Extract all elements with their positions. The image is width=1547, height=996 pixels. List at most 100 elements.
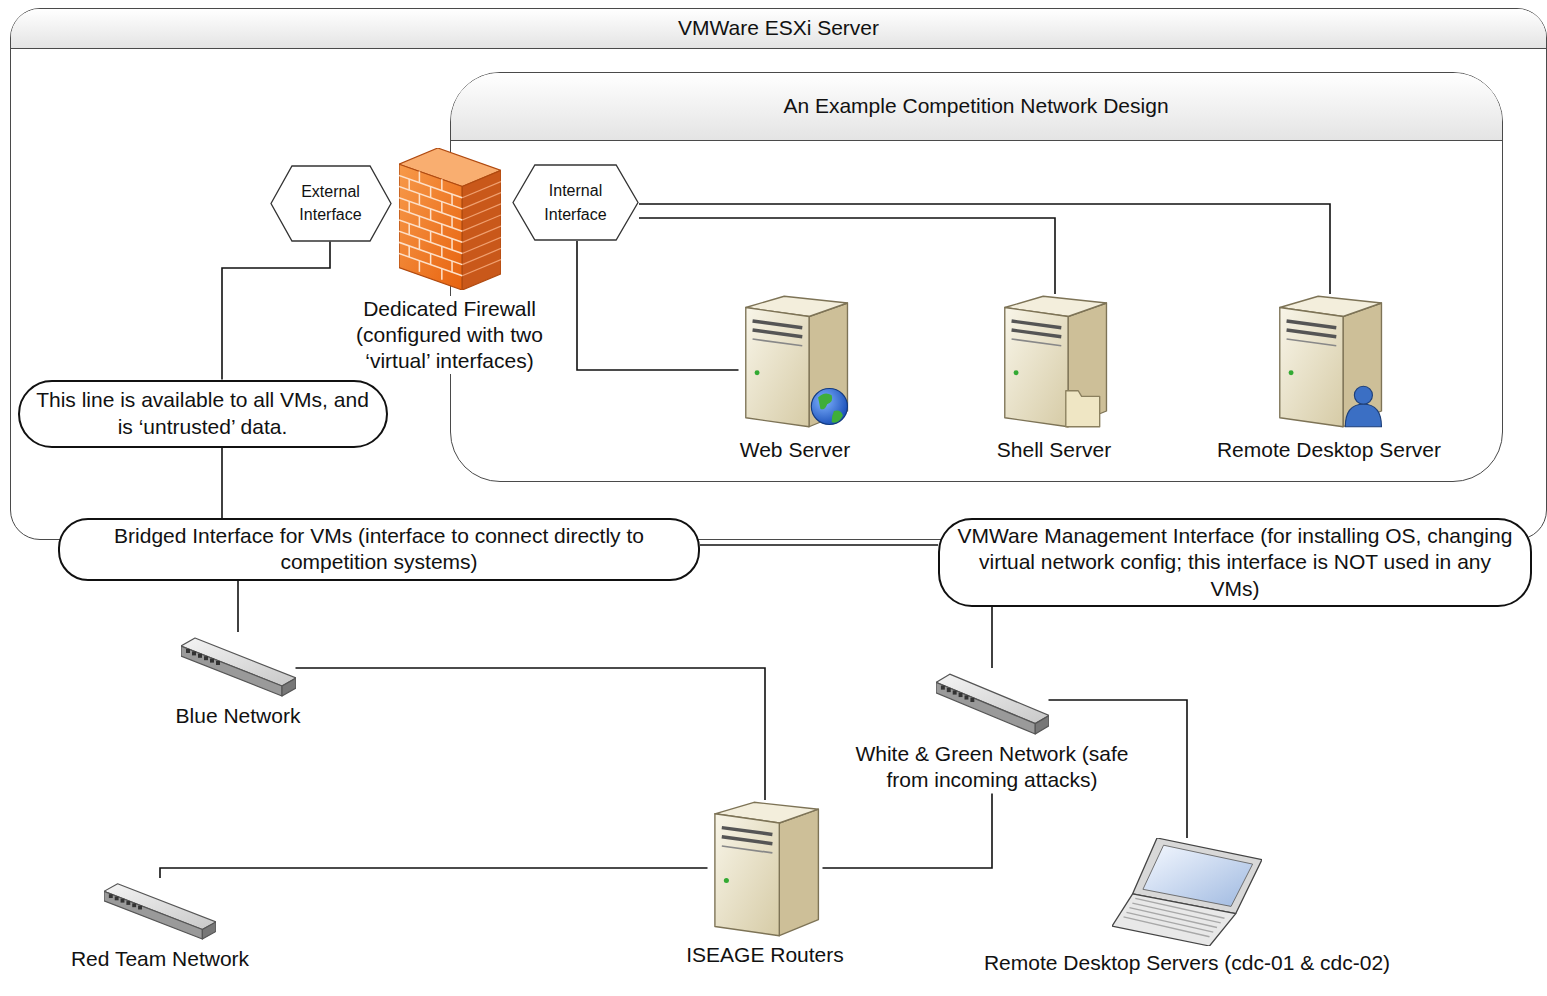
switch-port: [940, 686, 944, 690]
device-node: Remote Desktop Server: [1189, 294, 1469, 463]
network-link: [237, 581, 239, 633]
icon-stroke: [408, 201, 410, 212]
icon-stroke: [1011, 330, 1061, 337]
icon-stroke: [1011, 321, 1061, 328]
node-label: Remote Desktop Servers (cdc-01 & cdc-02): [957, 950, 1417, 976]
power-led: [1013, 370, 1018, 375]
icon-stroke: [429, 231, 431, 242]
node-label: Remote Desktop Server: [1189, 437, 1469, 463]
icon-stroke: [752, 339, 802, 346]
icon-group: [1004, 296, 1106, 427]
icon-stroke: [441, 223, 443, 234]
icon-face: [779, 809, 818, 936]
device-node: ISEAGE Routers: [665, 800, 865, 968]
user-head: [1354, 386, 1372, 404]
network-link: [700, 544, 938, 546]
icon-stroke: [451, 216, 453, 227]
switch-port: [216, 661, 220, 665]
node-label: Red Team Network: [40, 946, 280, 972]
switch-port: [970, 698, 974, 702]
device-node: Shell Server: [974, 294, 1134, 463]
icon-stroke: [418, 216, 420, 227]
device-node: Remote Desktop Servers (cdc-01 & cdc-02): [957, 838, 1417, 976]
icon-group: [181, 638, 296, 696]
icon-stroke: [441, 201, 443, 212]
web-icon: [739, 294, 852, 429]
icon-group: [1279, 296, 1381, 427]
device-node: Web Server: [715, 294, 875, 463]
icon-stroke: [418, 238, 420, 249]
icon-stroke: [451, 194, 453, 205]
node-label: VMWare Management Interface (for install…: [956, 523, 1514, 602]
switch-icon: [104, 878, 216, 940]
region-panel: An Example Competition Network DesignInt…: [450, 72, 1503, 482]
icon-stroke: [429, 253, 431, 264]
globe-land: [818, 393, 843, 422]
node-label: VMWare ESXi Server: [678, 15, 879, 41]
icon-stroke: [408, 223, 410, 234]
icon-group: [936, 674, 1049, 734]
node-label: Dedicated Firewall (configured with two …: [335, 296, 565, 375]
node-label: ISEAGE Routers: [665, 942, 865, 968]
icon-stroke: [1286, 330, 1336, 337]
icon-stroke: [451, 261, 453, 272]
network-link: [221, 448, 223, 519]
switch-port: [109, 894, 113, 898]
icon-face: [202, 922, 216, 939]
laptop-icon: [1112, 838, 1262, 946]
icon-group: [745, 296, 847, 427]
icon-face: [181, 646, 282, 696]
switch-port: [115, 897, 119, 901]
callout-box: This line is available to all VMs, and i…: [18, 380, 388, 448]
network-link: [991, 607, 993, 668]
icon-face: [282, 678, 296, 696]
switch-port: [138, 906, 142, 910]
device-node: Blue Network: [138, 632, 338, 729]
power-led: [723, 878, 728, 883]
node-label: This line is available to all VMs, and i…: [36, 387, 370, 440]
icon-face: [462, 170, 501, 290]
icon-stroke: [752, 321, 802, 328]
node-label: White & Green Network (safe from incomin…: [842, 741, 1142, 794]
shell-icon: [998, 294, 1111, 429]
icon-stroke: [1129, 908, 1217, 928]
icon-group: [1112, 838, 1262, 946]
icon-face: [1112, 894, 1236, 946]
panel-header: VMWare ESXi Server: [11, 9, 1546, 49]
device-node: White & Green Network (safe from incomin…: [842, 668, 1142, 794]
network-link: [222, 242, 330, 380]
callout-box: Bridged Interface for VMs (interface to …: [58, 518, 700, 581]
region-panel: VMWare ESXi Server An Example Competition…: [10, 8, 1547, 540]
icon-stroke: [441, 246, 443, 257]
network-link: [577, 241, 739, 370]
switch-port: [132, 903, 136, 907]
icon-face: [809, 303, 847, 427]
icon-stroke: [408, 178, 410, 189]
icon-face: [936, 682, 1035, 734]
icon-stroke: [451, 238, 453, 249]
icon-stroke: [721, 837, 772, 844]
icon-stroke: [418, 171, 420, 182]
icon-face: [1035, 715, 1049, 734]
icon-group: [104, 884, 216, 939]
switch-icon: [181, 632, 296, 697]
power-led: [754, 370, 759, 375]
node-label: An Example Competition Network Design: [783, 93, 1168, 119]
icon-stroke: [418, 193, 420, 204]
switch-port: [192, 651, 196, 655]
network-link: [823, 794, 993, 869]
panel-header: An Example Competition Network Design: [451, 73, 1502, 141]
icon-face: [399, 164, 462, 290]
icon-stroke: [462, 259, 501, 275]
icon-stroke: [441, 268, 443, 279]
node-label: Bridged Interface for VMs (interface to …: [76, 523, 682, 576]
icon-stroke: [1124, 917, 1210, 937]
user-body: [1345, 404, 1381, 427]
interface-hexagon: Internal Interface: [512, 164, 639, 241]
network-link: [639, 204, 1330, 294]
switch-port: [186, 649, 190, 653]
icon-face: [1279, 308, 1342, 427]
icon-stroke: [418, 260, 420, 271]
callout-box: VMWare Management Interface (for install…: [938, 518, 1532, 607]
